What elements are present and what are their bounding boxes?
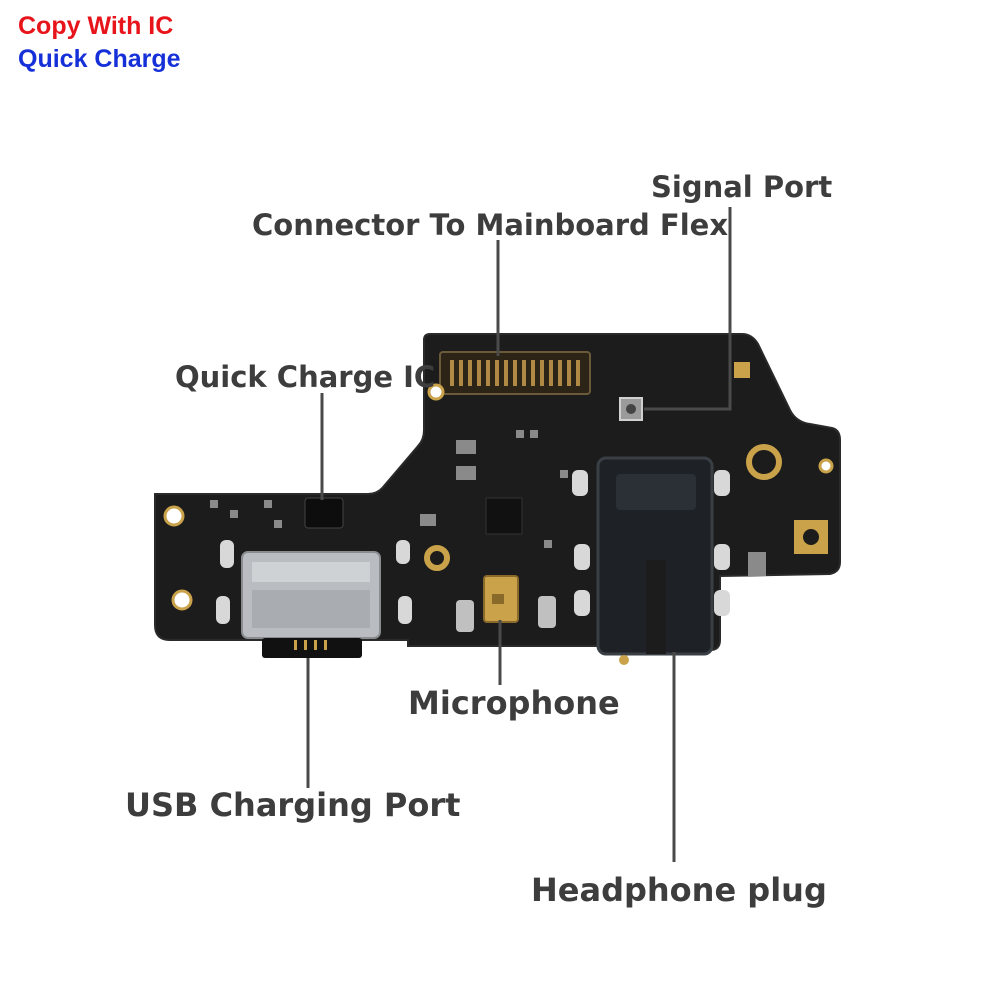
- leader-lines: [306, 207, 732, 862]
- header-copy-with-ic: Copy With IC: [18, 12, 174, 40]
- mount-hole: [746, 444, 782, 480]
- quick-charge-ic: [304, 497, 344, 529]
- mount-hole: [818, 458, 834, 474]
- chip: [485, 497, 523, 535]
- flex-connector-pins: [450, 360, 580, 386]
- label-headphone-plug: Headphone plug: [531, 871, 827, 909]
- leader-signal: [644, 207, 732, 411]
- label-usb-charging-port: USB Charging Port: [125, 786, 461, 824]
- label-microphone: Microphone: [408, 684, 620, 722]
- label-connector-mainboard-flex: Connector To Mainboard Flex: [252, 208, 729, 242]
- smd-components: [210, 430, 766, 576]
- label-quick-charge-ic: Quick Charge IC: [175, 360, 436, 394]
- mount-hole: [163, 505, 185, 527]
- mount-hole: [171, 589, 193, 611]
- usb-port-pins: [262, 638, 362, 658]
- mount-hole: [424, 545, 450, 571]
- mount-hole: [427, 383, 445, 401]
- header-quick-charge: Quick Charge: [18, 45, 181, 73]
- label-signal-port: Signal Port: [651, 170, 833, 204]
- gold-pad: [734, 362, 750, 378]
